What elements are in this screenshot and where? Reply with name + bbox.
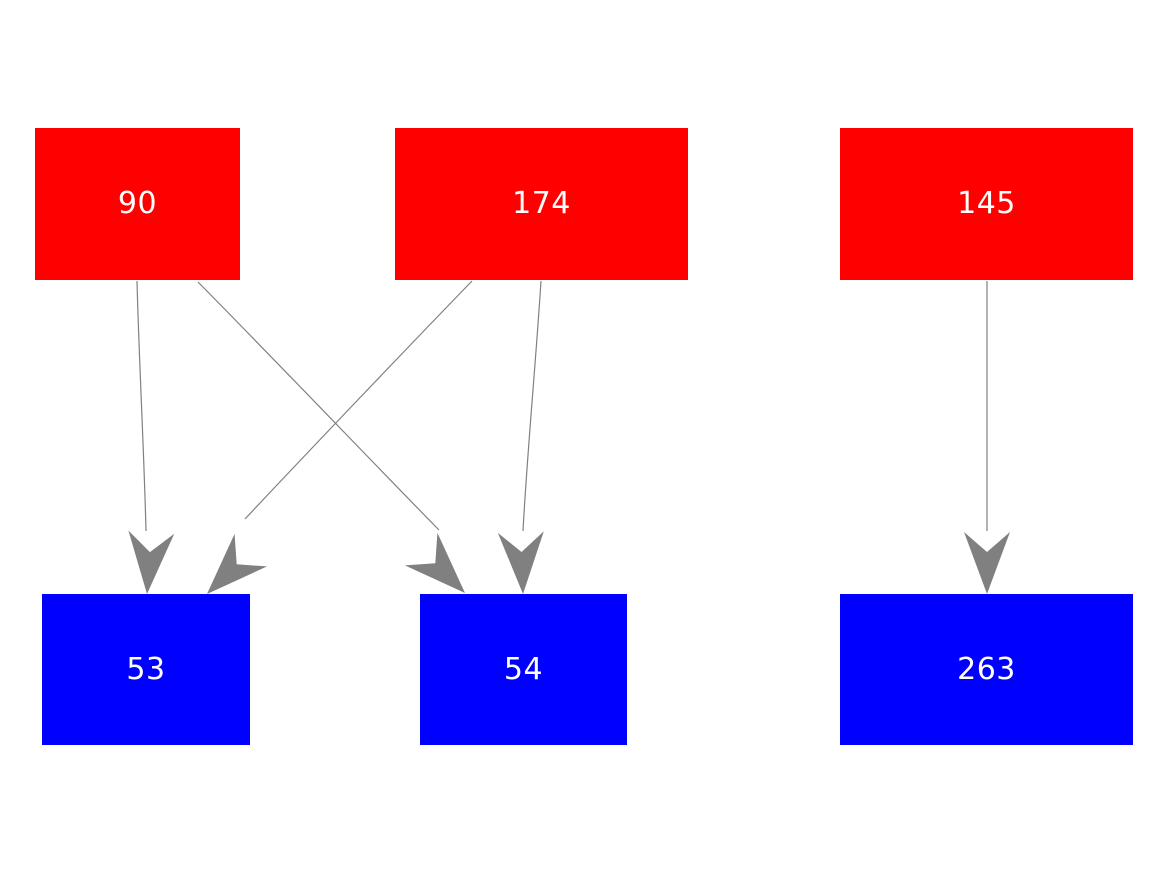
node-174[interactable]: 174 bbox=[395, 128, 688, 280]
edge-145-to-263 bbox=[964, 281, 1010, 594]
edge-line bbox=[136, 280, 147, 532]
edge-174-to-53 bbox=[207, 280, 473, 594]
node-53[interactable]: 53 bbox=[42, 594, 250, 745]
edge-line bbox=[197, 281, 440, 531]
edge-90-to-54 bbox=[197, 281, 465, 593]
node-label: 145 bbox=[957, 186, 1016, 221]
node-label: 263 bbox=[957, 651, 1016, 687]
edge-line bbox=[244, 280, 473, 520]
node-90[interactable]: 90 bbox=[35, 128, 240, 280]
edge-arrowhead bbox=[497, 531, 544, 594]
edge-arrowhead bbox=[128, 530, 175, 594]
node-label: 54 bbox=[503, 651, 544, 687]
node-label: 174 bbox=[512, 186, 571, 221]
node-label: 90 bbox=[117, 186, 158, 221]
node-label: 53 bbox=[126, 651, 166, 687]
edge-174-to-54 bbox=[497, 280, 544, 594]
node-263[interactable]: 263 bbox=[840, 594, 1133, 745]
edge-90-to-53 bbox=[128, 280, 175, 594]
edge-arrowhead bbox=[964, 532, 1010, 594]
edge-line bbox=[522, 280, 542, 532]
node-54[interactable]: 54 bbox=[420, 594, 627, 745]
node-145[interactable]: 145 bbox=[840, 128, 1133, 280]
